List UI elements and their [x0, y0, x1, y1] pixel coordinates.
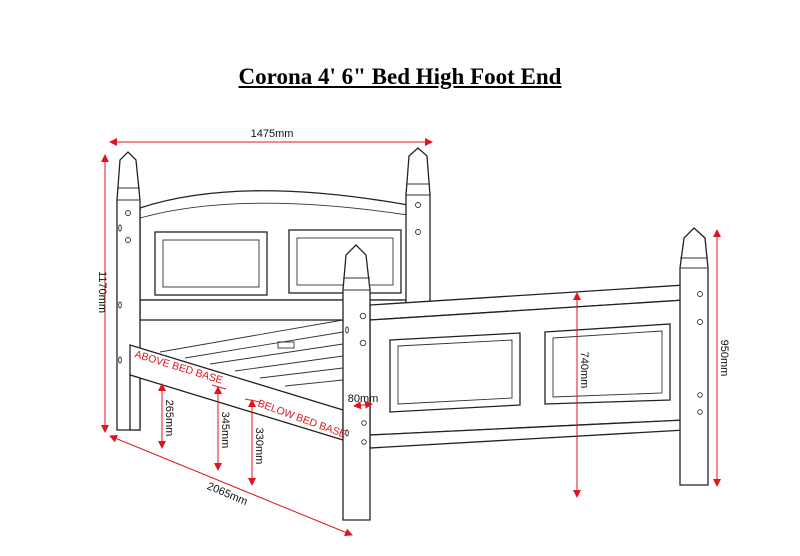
height-345-label: 345mm	[219, 412, 231, 449]
panel-height-label: 740mm	[578, 352, 590, 389]
width-label: 1475mm	[251, 128, 294, 140]
height-330-label: 330mm	[253, 428, 265, 465]
footboard	[342, 227, 709, 521]
headboard-height-label: 1170mm	[96, 271, 108, 313]
height-265-label: 265mm	[163, 400, 175, 437]
dimension-lines	[101, 138, 721, 537]
diagram-title: Corona 4' 6" Bed High Foot End	[238, 64, 562, 89]
post-width-label: 80mm	[348, 393, 379, 405]
footboard-height-label: 950mm	[718, 340, 730, 377]
length-label: 2065mm	[205, 480, 249, 508]
